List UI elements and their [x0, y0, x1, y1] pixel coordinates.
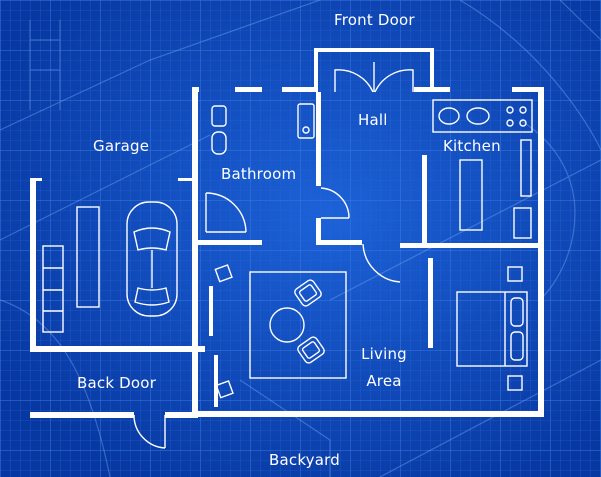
- side-table: [214, 264, 233, 283]
- kitchen-wall-bottom: [400, 243, 538, 248]
- kitchen-side-counter: [520, 139, 532, 197]
- label-living-area-line2: Area: [366, 372, 402, 390]
- side-table: [215, 380, 234, 399]
- garage-wall-top-right: [178, 178, 192, 181]
- fridge: [513, 207, 532, 239]
- armchair-icon: [297, 336, 325, 364]
- label-backyard: Backyard: [269, 451, 340, 469]
- garage-workbench: [76, 206, 100, 308]
- front-door-left-swing: [334, 69, 374, 93]
- armchair-icon: [294, 279, 322, 307]
- door-swing-icon: [133, 62, 414, 449]
- bathroom-fixtures: [211, 103, 315, 155]
- label-front-door: Front Door: [334, 11, 415, 29]
- living-wall-left: [209, 286, 213, 336]
- label-garage: Garage: [93, 137, 150, 155]
- garage-wall-bottom: [30, 346, 205, 352]
- bathroom-door-swing: [205, 192, 247, 233]
- bedroom-wall-left: [428, 258, 433, 348]
- toilet-icon: [211, 105, 227, 155]
- bathroom-wall-bottom: [198, 240, 262, 245]
- label-bathroom: Bathroom: [221, 165, 297, 183]
- garage-shelf: [42, 245, 64, 333]
- wall-left: [192, 87, 198, 417]
- vestibule-top: [314, 48, 434, 52]
- vestibule-left: [314, 48, 318, 92]
- bedroom-contents: [456, 266, 528, 391]
- wall-top-right: [512, 87, 544, 92]
- sink-icon: [438, 107, 490, 125]
- kitchen-fixtures: [432, 99, 533, 239]
- bathroom-wall-bottom-right: [316, 240, 362, 245]
- living-door-swing: [362, 243, 401, 283]
- label-kitchen: Kitchen: [443, 137, 501, 155]
- bathroom-wall-right: [316, 92, 321, 186]
- wall-top-hall-left: [282, 87, 318, 92]
- label-hall: Hall: [358, 111, 388, 129]
- round-table-icon: [269, 307, 305, 343]
- nightstand: [507, 375, 523, 391]
- vestibule-right: [430, 48, 434, 92]
- nightstand: [507, 266, 523, 282]
- garage-contents: [42, 201, 178, 333]
- living-wall-left-2: [214, 355, 218, 407]
- front-door-right-swing: [374, 69, 414, 93]
- stove-icon: [506, 106, 527, 127]
- bed-icon: [456, 291, 528, 367]
- label-back-door: Back Door: [77, 374, 157, 392]
- rug: [249, 271, 347, 379]
- kitchen-wall-left: [422, 155, 427, 243]
- wall-bottom: [192, 411, 544, 417]
- walls: [30, 48, 544, 418]
- hall-door-swing: [320, 187, 350, 219]
- wall-top-bathroom: [235, 87, 262, 92]
- wall-right: [538, 87, 544, 417]
- label-living-area-line1: Living: [361, 345, 407, 363]
- kitchen-island: [459, 159, 483, 231]
- bathroom-wall-right-low: [316, 218, 321, 244]
- back-door-swing: [133, 414, 166, 449]
- garage-wall-left: [30, 178, 36, 351]
- car-icon: [126, 201, 178, 317]
- sink-icon: [297, 103, 315, 139]
- backdoor-step: [30, 412, 134, 418]
- kitchen-counter: [432, 99, 533, 133]
- backdoor-step-right: [165, 412, 198, 418]
- living-area-contents: [214, 264, 347, 399]
